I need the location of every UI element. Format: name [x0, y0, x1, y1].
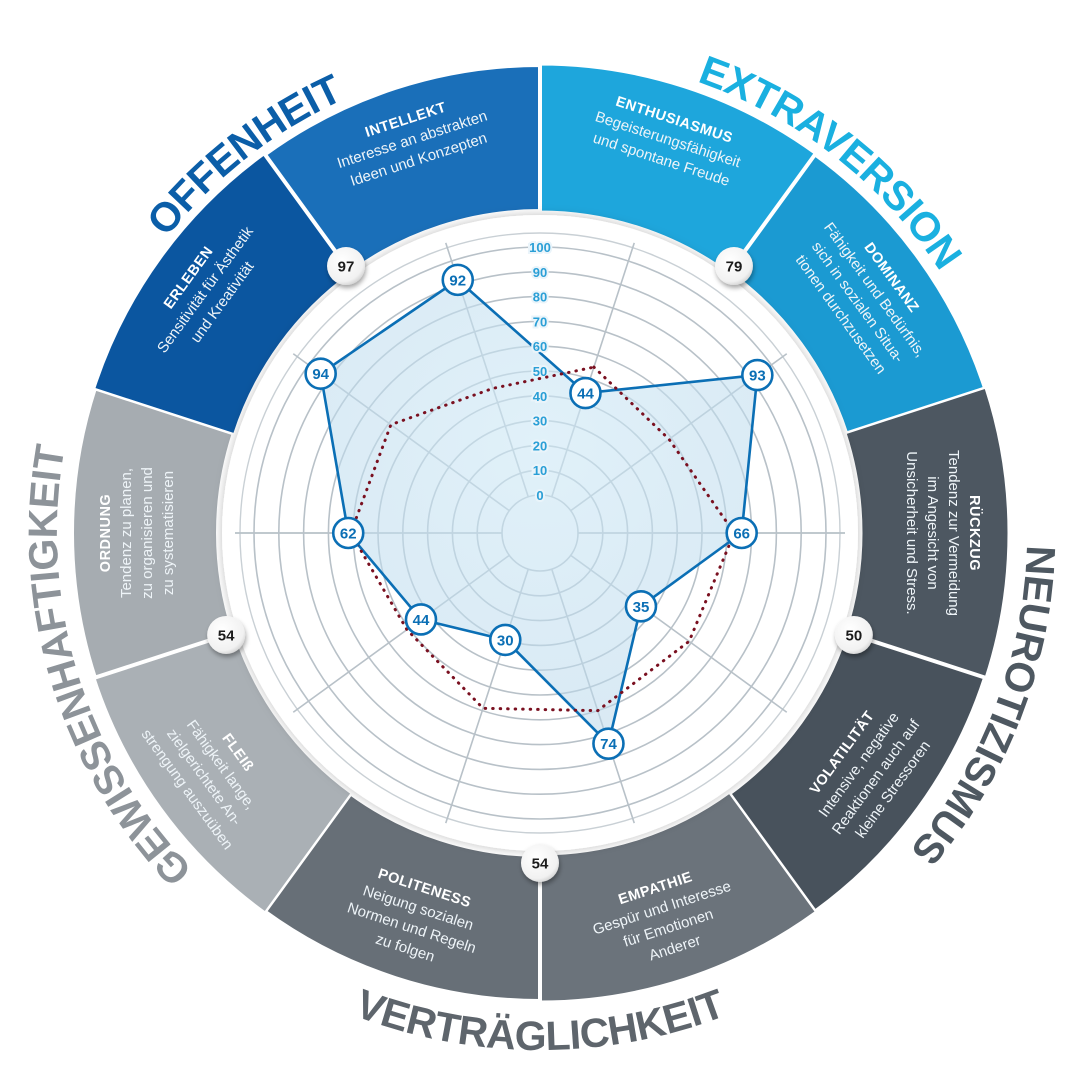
facet-description-line: im Angesicht von	[924, 476, 941, 589]
tick-label: 20	[533, 438, 547, 453]
marker-circle	[404, 603, 438, 636]
value-label: 62	[340, 526, 357, 543]
category-score: 50	[846, 627, 863, 644]
value-label: 35	[633, 599, 650, 616]
marker-circle	[304, 357, 337, 390]
tick-label: 90	[533, 265, 547, 280]
facet-segment-volatilität	[726, 629, 988, 915]
category-score: 54	[532, 856, 549, 873]
value-marker-politeness: 30	[488, 623, 522, 657]
value-label: 30	[497, 632, 514, 649]
category-score-badge: 54	[207, 615, 246, 654]
tick-label: 10	[533, 463, 547, 478]
value-marker-enthusiasmus: 44	[569, 376, 602, 410]
value-marker-erleben: 94	[304, 357, 337, 390]
badge-circle	[834, 615, 873, 654]
value-label: 66	[733, 526, 750, 543]
category-score-badge: 79	[714, 247, 753, 286]
facet-segment-erleben	[94, 153, 352, 435]
facet-title: ORDNUNG	[98, 494, 114, 572]
value-marker-ordnung: 62	[331, 516, 365, 550]
marker-circle	[331, 516, 365, 550]
value-marker-dominanz: 93	[741, 358, 774, 392]
facet-segment-ordnung	[70, 385, 237, 681]
badge-circle	[327, 247, 366, 286]
marker-circle	[725, 516, 758, 550]
value-marker-volatilität: 35	[624, 590, 658, 623]
category-score-badge: 97	[327, 247, 366, 286]
facet-segment-rückzug	[845, 387, 1009, 679]
category-score-badge: 54	[521, 844, 559, 882]
facet-segment-dominanz	[726, 151, 988, 437]
category-score: 54	[218, 627, 235, 644]
radar-plot: 0 10 20 30 40 50 60 70 80 90 100 44 93 66 35 74 30 44 62 94…	[222, 215, 858, 851]
badge-circle	[207, 615, 246, 654]
value-label: 74	[600, 736, 617, 753]
tick-label: 60	[533, 339, 547, 354]
marker-circle	[592, 727, 625, 760]
tick-label: 30	[533, 414, 547, 429]
category-score-badge: 50	[834, 615, 873, 654]
marker-circle	[624, 590, 658, 623]
marker-circle	[441, 263, 475, 297]
facet-description-line: zu systematisieren	[160, 471, 177, 595]
facet-segment-fleiß	[94, 631, 352, 913]
value-marker-rückzug: 66	[725, 516, 758, 550]
marker-circle	[741, 358, 774, 392]
category-score: 97	[338, 259, 355, 276]
reference-line	[349, 365, 736, 713]
value-label: 44	[413, 612, 430, 629]
facet-segment-enthusiasmus	[539, 64, 816, 274]
facet-description-line: Tendenz zu planen,	[118, 468, 135, 598]
tick-label: 100	[529, 240, 551, 255]
marker-circle	[569, 376, 602, 410]
value-label: 44	[577, 386, 594, 403]
value-label: 92	[449, 272, 466, 289]
badge-circle	[714, 247, 753, 286]
value-label: 93	[749, 368, 766, 385]
tick-label: 80	[533, 290, 547, 305]
tick-label: 70	[533, 314, 547, 329]
facet-segment-empathie	[539, 792, 816, 1002]
tick-label: 50	[533, 364, 547, 379]
value-label: 94	[312, 366, 329, 383]
facet-description-line: Unsicherheit und Stress.	[903, 451, 920, 614]
facet-description-line: zu organisieren und	[139, 467, 156, 599]
facet-description-line: Tendenz zur Vermeidung	[945, 450, 962, 616]
facet-title: RÜCKZUG	[966, 495, 983, 571]
facet-segment-intellekt	[262, 62, 542, 276]
facet-divider	[263, 153, 339, 255]
category-score: 79	[726, 259, 743, 276]
value-marker-fleiß: 44	[404, 603, 438, 636]
value-marker-intellekt: 92	[441, 263, 475, 297]
facet-segment-politeness	[262, 790, 542, 1004]
badge-circle	[521, 844, 559, 882]
facet-divider	[94, 638, 213, 679]
category-score-badges: 79 50 54 54 97	[94, 153, 986, 1001]
tick-label: 0	[536, 488, 543, 503]
value-marker-empathie: 74	[592, 727, 625, 760]
facet-divider	[741, 153, 817, 255]
facet-divider	[867, 638, 986, 679]
marker-circle	[488, 623, 522, 657]
tick-label: 40	[533, 389, 547, 404]
